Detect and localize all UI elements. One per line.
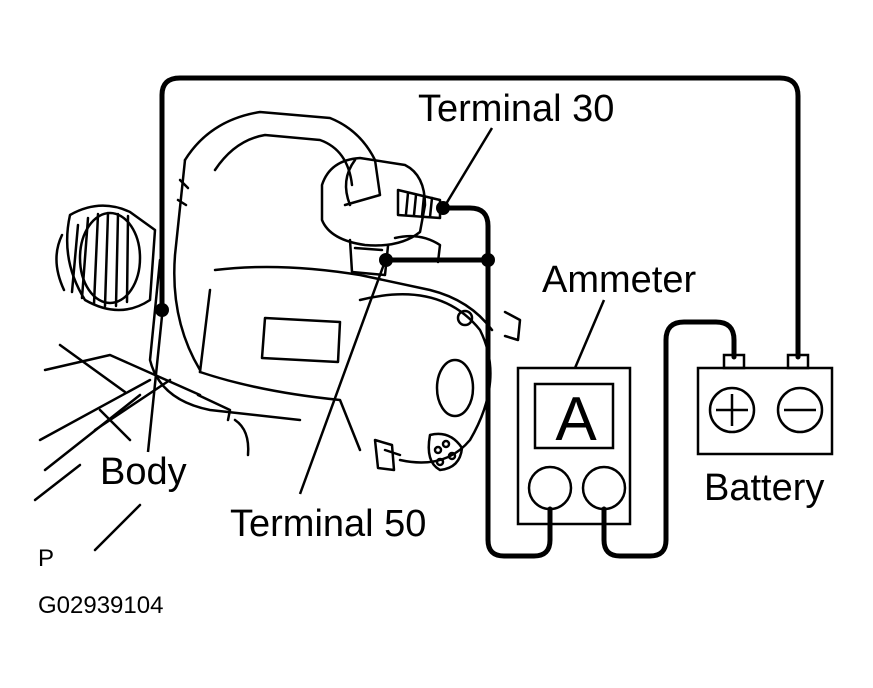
figure-id: G02939104	[38, 592, 163, 619]
wire-body-to-battery-negative	[159, 75, 801, 360]
label-terminal-30: Terminal 30	[418, 88, 614, 130]
junction-point	[481, 253, 495, 267]
minus-icon	[776, 386, 824, 434]
solenoid	[320, 156, 442, 277]
wire-terminal30-to-ammeter	[440, 205, 553, 559]
label-battery: Battery	[704, 467, 824, 509]
leader-ammeter	[573, 299, 606, 369]
motor-housing	[43, 110, 382, 472]
body-ground-point	[155, 303, 169, 317]
ammeter-case	[516, 366, 632, 526]
wiring	[159, 75, 801, 559]
wire-ammeter-to-battery-positive	[601, 319, 737, 559]
ammeter-terminal-left	[527, 465, 573, 511]
ammeter-letter: A	[555, 385, 597, 454]
leader-body	[146, 315, 164, 453]
terminal-50-point	[379, 253, 393, 267]
field-frame	[196, 265, 522, 472]
terminal-30-point	[436, 201, 450, 215]
plus-icon	[708, 386, 756, 434]
leader-terminal-30	[444, 127, 494, 205]
ammeter-display	[533, 382, 615, 450]
mount-surface	[33, 343, 152, 552]
label-terminal-50: Terminal 50	[230, 503, 426, 545]
view-code: P	[38, 545, 54, 572]
label-body: Body	[100, 451, 187, 493]
pinion-gear	[55, 204, 157, 312]
battery	[696, 353, 834, 456]
leader-lines	[146, 127, 606, 495]
leader-terminal-50	[298, 263, 386, 495]
ammeter-terminal-right	[581, 465, 627, 511]
battery-case	[696, 366, 834, 456]
label-ammeter: Ammeter	[542, 259, 696, 301]
connection-points	[155, 201, 495, 317]
